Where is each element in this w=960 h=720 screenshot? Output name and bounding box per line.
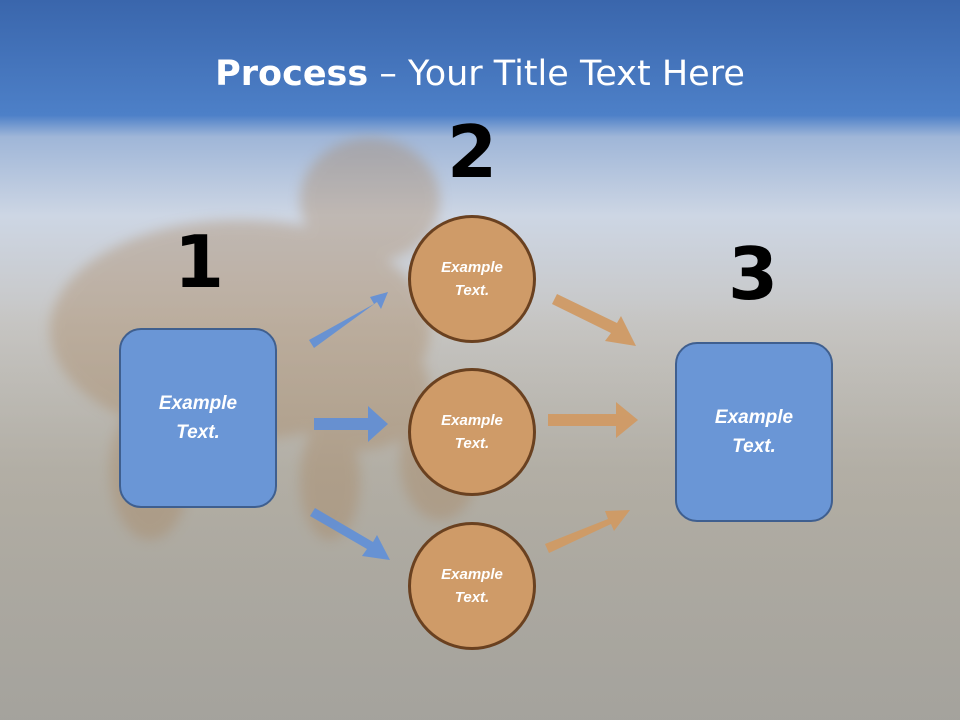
- arrow-tan-straight: [548, 402, 638, 438]
- step-1-label: Example Text.: [158, 393, 238, 443]
- step-3-box: Example Text.: [675, 342, 833, 522]
- step-number-1: 1: [173, 220, 225, 304]
- step-2-circle-bottom: Example Text.: [408, 522, 536, 650]
- step-2-label-middle: Example Text.: [441, 412, 503, 452]
- arrow-blue-up: [309, 292, 388, 348]
- title-bold: Process: [215, 54, 369, 94]
- slide-title: Process – Your Title Text Here: [0, 52, 960, 96]
- step-1-box: Example Text.: [119, 328, 277, 508]
- step-2-label-top: Example Text.: [441, 259, 503, 299]
- step-3-label: Example Text.: [714, 407, 794, 457]
- arrow-tan-up: [545, 510, 630, 553]
- step-2-circle-middle: Example Text.: [408, 368, 536, 496]
- step-2-label-bottom: Example Text.: [441, 566, 503, 606]
- step-number-3: 3: [727, 232, 779, 316]
- arrow-blue-straight: [314, 406, 388, 442]
- arrow-tan-down: [552, 294, 636, 346]
- arrow-blue-down: [310, 508, 390, 560]
- step-number-2: 2: [446, 110, 498, 194]
- step-2-circle-top: Example Text.: [408, 215, 536, 343]
- title-rest: – Your Title Text Here: [368, 54, 745, 94]
